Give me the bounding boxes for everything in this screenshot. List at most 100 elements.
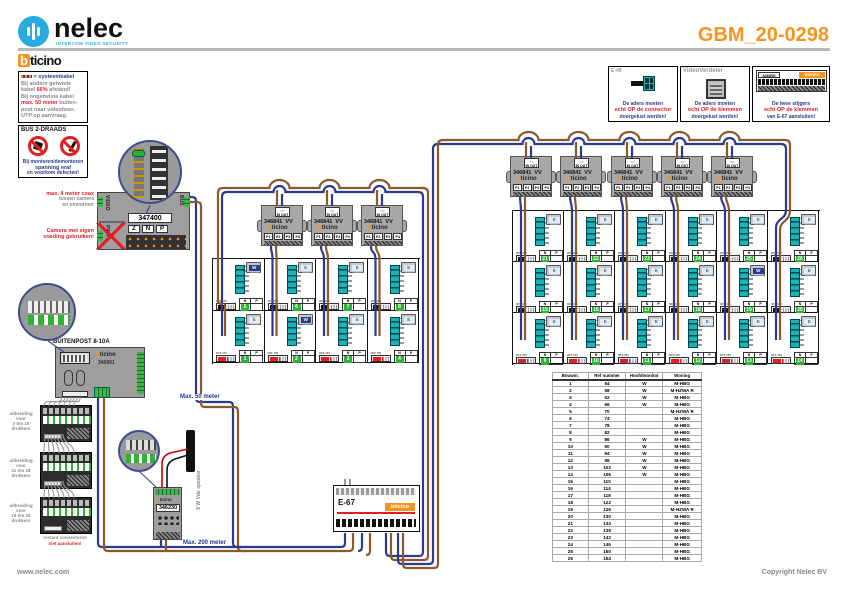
indoor-unit: E N P 21 OFF ON: [513, 211, 564, 263]
indoor-unit: E N P 18 OFF ON: [666, 262, 717, 314]
bus-2-draads-note: BUS 2-DRAADS Bij monteren/demonteren spa…: [18, 125, 88, 178]
monitor-icon: E: [297, 262, 313, 273]
max50-label: Max. 50 meter: [180, 394, 220, 400]
copyright: Copyright Nelec BV: [761, 569, 827, 576]
monitor-icon: W: [297, 314, 313, 325]
termination-connector: [267, 355, 288, 362]
plug-cable-icon: [631, 81, 645, 86]
stijgers-instruction: 346850 bticino De twee stijgers echt OP …: [752, 66, 830, 122]
monitor-icon: W: [750, 265, 765, 276]
extension-note: restant connectoren niet aansluiten!: [43, 535, 87, 546]
document-number: GBM_20-0298: [697, 24, 829, 46]
termination-connector: [618, 306, 638, 313]
indoor-unit: E N P 3 OFF ON: [316, 311, 368, 363]
website: www.nelec.com: [17, 569, 70, 576]
termination-connector: [516, 255, 536, 262]
monitor-icon: E: [750, 316, 765, 327]
monitor-icon: E: [699, 214, 714, 225]
speaker-label: 8 W Vde speaker: [196, 470, 202, 510]
indoor-unit: E N P 12 OFF ON: [666, 313, 717, 365]
converter-347400: VIDEO PWR bticino BUS 347400 Z N P: [94, 192, 190, 250]
speaker-icon: [186, 430, 195, 472]
no-power-cross: [94, 223, 128, 249]
audio-terminal-callout: [118, 430, 160, 472]
monitor-icon: E: [648, 316, 663, 327]
termination-connector: [771, 306, 791, 313]
np-terminal: N P 1: [239, 350, 263, 363]
indoor-unit: E N P 23 OFF ON: [615, 211, 666, 263]
monitor-icon: E: [597, 265, 612, 276]
header-rule: [18, 48, 830, 51]
indoor-unit: E N P 9 OFF ON: [513, 313, 564, 365]
np-terminal: N P 8: [393, 298, 418, 311]
termination-connector: [771, 357, 791, 364]
indoor-unit: E N P 24 OFF ON: [666, 211, 717, 263]
buitenpost-346891: bticino 346891: [55, 347, 145, 398]
no-live-work-icon: [60, 136, 80, 156]
monitor-icon: E: [597, 316, 612, 327]
termination-connector: [216, 303, 236, 310]
termination-connector: [319, 355, 339, 362]
monitor-icon: E: [546, 316, 561, 327]
indoor-unit: W N P 19 OFF ON: [717, 262, 768, 314]
extension-module: [40, 452, 92, 489]
termination-connector: [567, 306, 587, 313]
np-terminal: N P 4: [393, 350, 418, 363]
monitor-icon: E: [750, 214, 765, 225]
indoor-unit: E N P 17 OFF ON: [615, 262, 666, 314]
dip-switch-callout: [118, 140, 182, 204]
termination-connector: [720, 357, 740, 364]
np-terminal: N P 10: [590, 352, 614, 365]
monitor-icon: E: [246, 314, 261, 325]
indoor-unit: E N P 8 OFF ON: [367, 259, 419, 311]
nelec-logo-icon: [18, 16, 49, 47]
np-terminal: N P 5: [239, 298, 263, 311]
indoor-unit: E N P 20 OFF ON: [768, 262, 819, 314]
termination-connector: [720, 255, 740, 262]
monitor-icon: W: [246, 262, 261, 273]
termination-connector: [618, 357, 638, 364]
monitor-icon: E: [400, 314, 416, 325]
buitenpost-title: BUITENPOST 8-10A: [53, 339, 110, 345]
no-drill-icon: [28, 136, 48, 156]
indoor-unit: E N P 15 OFF ON: [513, 262, 564, 314]
termination-connector: [516, 306, 536, 313]
termination-connector: [669, 306, 689, 313]
brand-tagline: INTERCOM VIDEO SECURITY: [56, 41, 129, 46]
indoor-unit: E N P 4 OFF ON: [367, 311, 419, 363]
monitor-icon: E: [546, 265, 561, 276]
np-terminal: N P 14: [794, 352, 818, 365]
monitor-icon: E: [801, 214, 816, 225]
indoor-unit: E N P 13 OFF ON: [717, 313, 768, 365]
monitor-icon: E: [400, 262, 416, 273]
np-terminal: N P 12: [692, 352, 716, 365]
monitor-icon: E: [699, 265, 714, 276]
termination-connector: [267, 303, 288, 310]
monitor-icon: E: [546, 214, 561, 225]
indoor-unit: W N P 5 OFF ON: [213, 259, 265, 311]
extension-module: [40, 405, 92, 442]
max200-label: Max. 200 meter: [183, 540, 227, 546]
brand-name: nelec: [54, 13, 124, 43]
indoor-unit: E N P 22 OFF ON: [564, 211, 615, 263]
monitor-icon: E: [349, 262, 364, 273]
psu-e67: E-67 bticino: [333, 485, 420, 532]
twisted-cable-icon: [21, 75, 32, 79]
monitor-icon: E: [648, 265, 663, 276]
indoor-unit: E N P 7 OFF ON: [316, 259, 368, 311]
center-riser-grid: W N P 5 OFF ON E N P 6 OFF ON E: [212, 258, 420, 364]
extension-module: [40, 497, 92, 534]
indoor-unit: E N P 26 OFF ON: [768, 211, 819, 263]
connector-instruction: E-49 De aders moeten echt OP de connecto…: [608, 66, 678, 122]
